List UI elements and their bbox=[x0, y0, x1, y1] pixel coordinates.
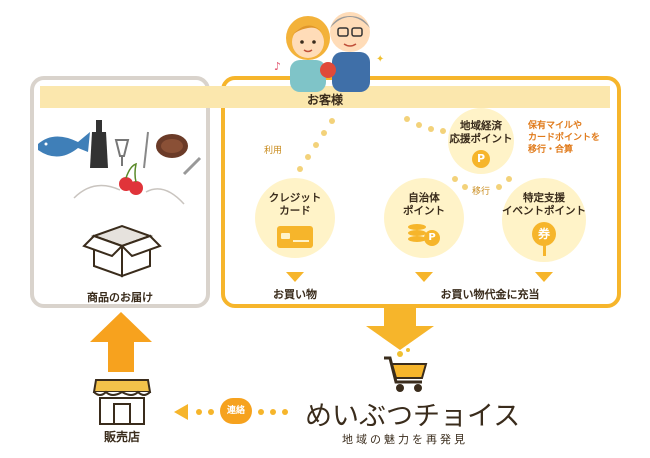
event-line2: イベントポイント bbox=[502, 205, 586, 217]
credit-card-line1: クレジット bbox=[268, 192, 322, 204]
regional-point-node: 地域経済 応援ポイント P bbox=[448, 108, 514, 174]
delivery-caption: 商品のお届け bbox=[87, 291, 153, 304]
svg-text:✦: ✦ bbox=[376, 54, 384, 65]
event-down-arrow bbox=[535, 272, 553, 282]
customer-label: お客様 bbox=[306, 93, 343, 107]
link-left-arrow bbox=[174, 404, 188, 420]
customer-panel bbox=[221, 76, 621, 308]
delivery-panel bbox=[30, 76, 210, 308]
transfer-label: 移行 bbox=[472, 187, 491, 197]
point-coin-icon: P bbox=[472, 150, 490, 168]
local-gov-line1: 自治体 bbox=[408, 192, 440, 204]
local-gov-point-node: 自治体 ポイント P bbox=[384, 178, 464, 258]
event-point-node: 特定支援 イベントポイント 券 bbox=[502, 178, 586, 262]
fan-ticket-icon: 券 bbox=[532, 222, 556, 246]
brand-tagline: 地域の魅力を再発見 bbox=[342, 433, 468, 446]
cart-logo-icon bbox=[384, 348, 428, 392]
regional-point-line1: 地域経済 bbox=[460, 120, 502, 132]
customer-band bbox=[40, 86, 610, 108]
mileage-note: 保有マイルや カードポイントを 移行・合算 bbox=[528, 121, 601, 155]
svg-text:♪: ♪ bbox=[274, 60, 281, 73]
credit-card-node: クレジット カード bbox=[255, 178, 335, 258]
food-illustration bbox=[38, 120, 202, 205]
local-gov-line2: ポイント bbox=[403, 205, 445, 217]
big-up-arrow bbox=[90, 312, 152, 372]
localgov-down-arrow bbox=[415, 272, 433, 282]
appropriation-label: お買い物代金に充当 bbox=[440, 288, 540, 301]
big-down-arrow bbox=[366, 306, 434, 350]
customers-illustration: ♪ ✦ bbox=[274, 12, 384, 92]
regional-point-line2: 応援ポイント bbox=[449, 133, 513, 145]
credit-down-arrow bbox=[286, 272, 304, 282]
credit-card-line2: カード bbox=[279, 205, 311, 217]
box-icon bbox=[82, 224, 162, 278]
credit-card-icon bbox=[277, 226, 313, 248]
brand-name: めいぶつチョイス bbox=[305, 401, 521, 432]
shop-icon bbox=[92, 379, 152, 425]
link-badge: 連絡 bbox=[220, 398, 252, 424]
use-label: 利用 bbox=[264, 146, 283, 156]
coins-icon: P bbox=[408, 224, 442, 250]
event-line1: 特定支援 bbox=[523, 192, 565, 204]
shopping-label: お買い物 bbox=[273, 288, 317, 301]
shop-label: 販売店 bbox=[103, 430, 140, 444]
